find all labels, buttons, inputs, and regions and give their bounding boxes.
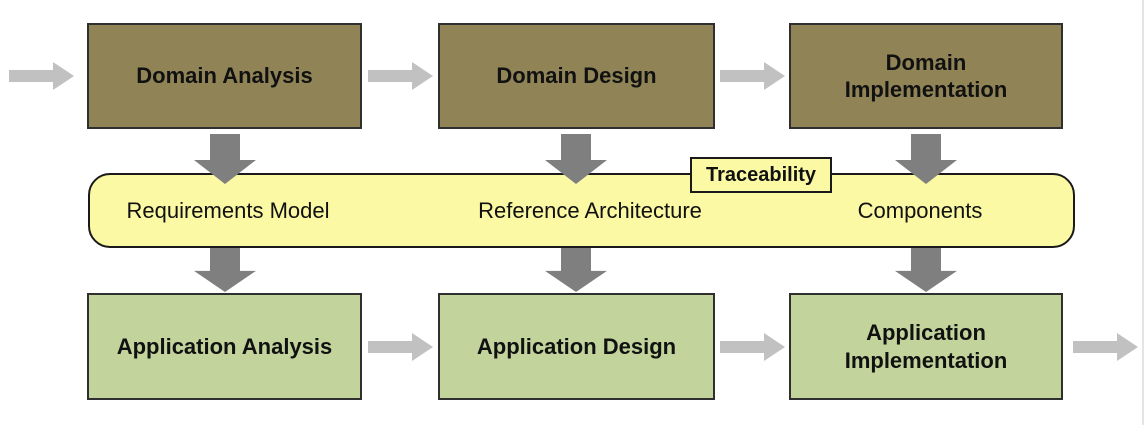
box-domain-analysis: Domain Analysis [87,23,362,129]
box-label: Application Design [476,333,677,359]
down-arrow-band-to-application-design-icon [544,248,608,292]
box-label: Application Implementation [844,320,1008,373]
box-label: Domain Analysis [136,63,313,89]
box-label: Domain Design [496,63,657,89]
band-label-components: Components [857,197,983,223]
down-arrow-domain-design-to-band-icon [544,134,608,184]
box-application-analysis: Application Analysis [87,293,362,400]
flow-arrow-domain-analysis-to-design-icon [368,61,434,91]
page-edge-line [1142,0,1144,425]
flow-exit-arrow-icon [1073,332,1139,362]
band-label-requirements-model: Requirements Model [126,197,330,223]
box-label: Domain Implementation [844,49,1008,103]
box-domain-design: Domain Design [438,23,715,129]
flow-arrow-application-design-to-implementation-icon [720,332,786,362]
down-arrow-domain-analysis-to-band-icon [193,134,257,184]
flow-arrow-domain-design-to-implementation-icon [720,61,786,91]
down-arrow-domain-implementation-to-band-icon [894,134,958,184]
traceability-tag: Traceability [690,157,832,193]
flow-entry-arrow-icon [9,61,75,91]
flow-arrow-application-analysis-to-design-icon [368,332,434,362]
down-arrow-band-to-application-implementation-icon [894,248,958,292]
box-label: Application Analysis [116,333,333,359]
down-arrow-band-to-application-analysis-icon [193,248,257,292]
band-label-reference-architecture: Reference Architecture [478,197,702,223]
box-application-implementation: Application Implementation [789,293,1063,400]
box-domain-implementation: Domain Implementation [789,23,1063,129]
box-application-design: Application Design [438,293,715,400]
